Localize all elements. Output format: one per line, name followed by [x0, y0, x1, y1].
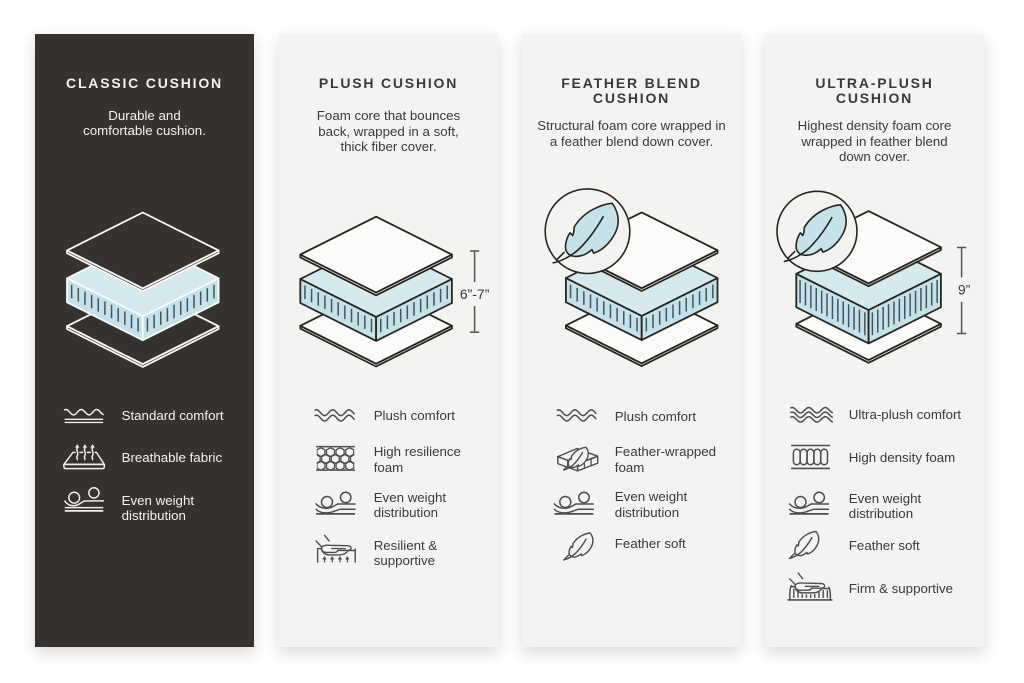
svg-text:6”-7”: 6”-7”: [460, 286, 490, 302]
svg-text:9”: 9”: [958, 282, 971, 298]
